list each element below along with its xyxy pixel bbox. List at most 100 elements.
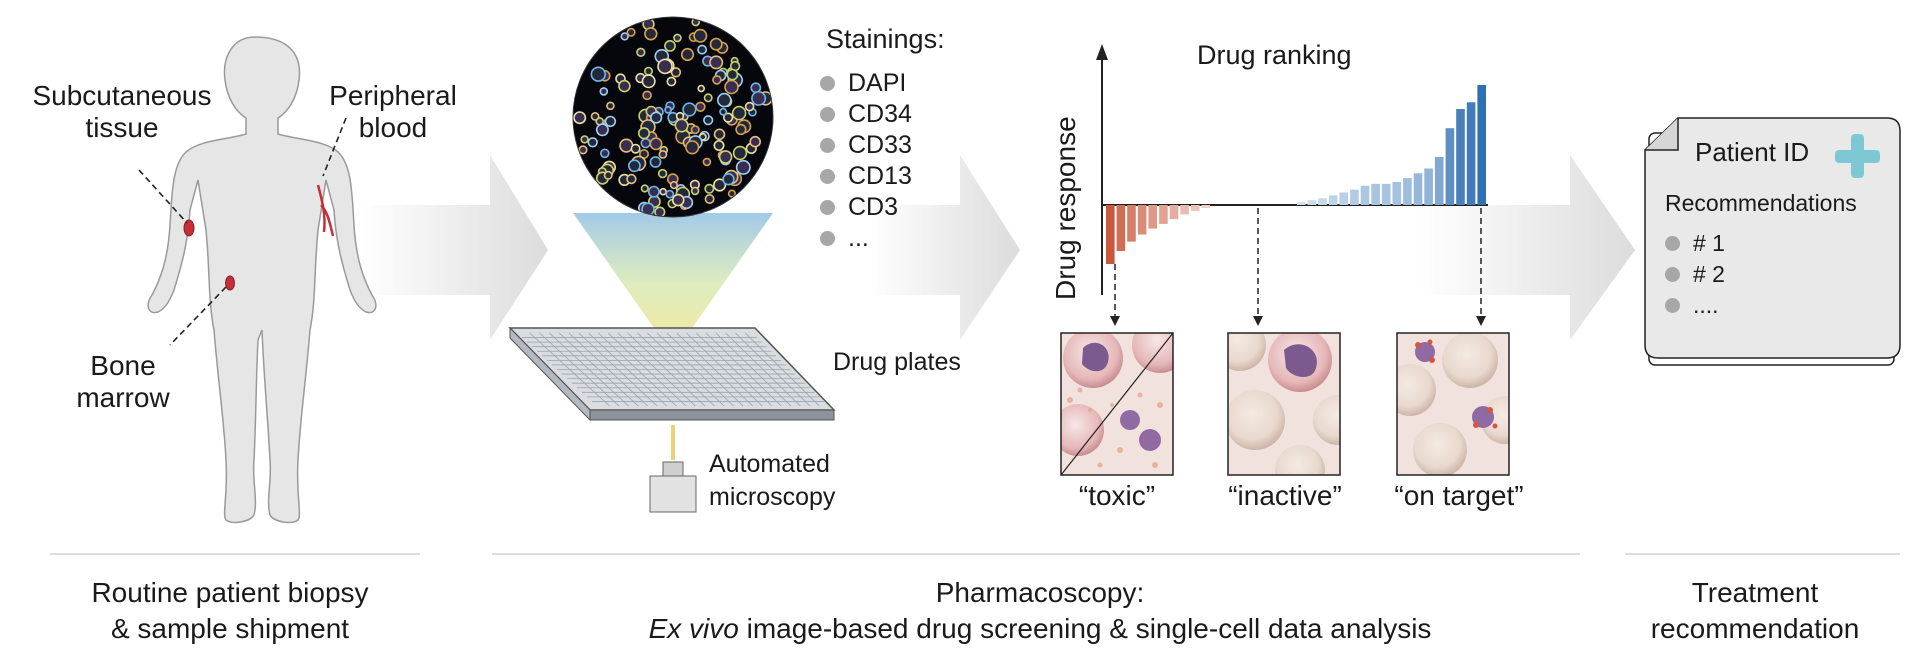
stained-cell bbox=[599, 148, 610, 159]
stained-cell bbox=[650, 111, 663, 124]
drug-ranking-chart bbox=[1096, 44, 1488, 326]
subcutaneous-tissue-label: Subcutaneous tissue bbox=[12, 80, 232, 144]
bar-positive bbox=[1456, 109, 1465, 205]
stained-cell bbox=[659, 187, 667, 196]
microscopy-figure bbox=[508, 16, 836, 513]
bar-positive bbox=[1318, 198, 1327, 205]
caption-line: Treatment bbox=[1691, 577, 1819, 608]
stained-cell bbox=[573, 111, 587, 125]
outcome-toxic-label: “toxic” bbox=[1078, 480, 1156, 511]
label-line: Automated bbox=[709, 450, 830, 478]
stained-cell bbox=[637, 127, 651, 140]
stained-cell bbox=[599, 87, 609, 96]
stained-cell bbox=[626, 27, 636, 37]
cell-panel-toxic bbox=[1060, 332, 1174, 476]
stained-cell bbox=[703, 93, 713, 103]
stained-cell bbox=[670, 67, 682, 78]
stained-cell bbox=[704, 183, 715, 194]
label-line: Subcutaneous bbox=[32, 80, 212, 111]
stained-cell bbox=[671, 193, 685, 207]
caption-line: Routine patient biopsy bbox=[91, 577, 369, 608]
stained-cell bbox=[590, 66, 606, 82]
stained-cell bbox=[657, 58, 673, 75]
bar-positive bbox=[1360, 185, 1370, 205]
stained-cell bbox=[630, 143, 641, 154]
bar-positive bbox=[1350, 189, 1359, 205]
stained-cell bbox=[709, 55, 724, 70]
stained-cell bbox=[712, 178, 727, 192]
stained-cell bbox=[618, 79, 631, 93]
list-item: .... bbox=[1665, 290, 1725, 321]
stained-cell bbox=[664, 106, 672, 114]
bar-negative bbox=[1159, 205, 1168, 224]
stained-cell bbox=[603, 170, 613, 180]
stained-cell bbox=[620, 32, 629, 41]
stained-cell bbox=[732, 145, 748, 161]
stained-cell bbox=[626, 173, 637, 185]
stained-cell bbox=[604, 115, 617, 128]
stained-cell bbox=[587, 137, 598, 148]
cell-panel-inactive bbox=[1227, 332, 1341, 476]
stage-1-caption: Routine patient biopsy & sample shipment bbox=[30, 575, 430, 648]
stained-cell bbox=[590, 112, 600, 121]
stage-3-caption: Treatment recommendation bbox=[1610, 575, 1900, 648]
bar-positive bbox=[1445, 128, 1455, 205]
stained-cell bbox=[709, 37, 723, 51]
stained-cell bbox=[643, 66, 653, 76]
list-item-label: CD13 bbox=[848, 162, 912, 191]
bar-negative bbox=[1148, 205, 1157, 229]
bar-negative bbox=[1180, 205, 1189, 215]
list-item-label: CD3 bbox=[848, 193, 899, 222]
stained-cell bbox=[716, 92, 732, 108]
stained-cell bbox=[619, 138, 634, 153]
bar-positive bbox=[1328, 195, 1338, 205]
stained-cell bbox=[682, 102, 697, 117]
stained-cell bbox=[641, 74, 656, 89]
list-item-label: CD34 bbox=[848, 100, 912, 129]
stained-cell bbox=[731, 105, 747, 121]
stained-cell bbox=[693, 28, 708, 43]
stained-cell bbox=[649, 137, 663, 151]
list-item: # 2 bbox=[1665, 259, 1725, 290]
stained-cell bbox=[719, 107, 728, 116]
stained-cell bbox=[697, 44, 708, 55]
bar-negative bbox=[1201, 205, 1211, 208]
caption-line: Pharmacoscopy: bbox=[935, 577, 1145, 608]
stained-cell bbox=[744, 101, 755, 112]
stained-cell bbox=[595, 123, 609, 137]
stained-cell bbox=[578, 145, 588, 155]
stained-cell bbox=[722, 173, 735, 186]
bullet-icon bbox=[1665, 236, 1680, 251]
stained-cell bbox=[665, 189, 675, 199]
list-item-label: CD33 bbox=[848, 131, 912, 160]
stained-cell bbox=[640, 184, 649, 193]
list-item-label: DAPI bbox=[848, 69, 907, 98]
stained-cell bbox=[640, 138, 651, 149]
label-line: microscopy bbox=[709, 482, 836, 511]
recommendations-label: Recommendations bbox=[1665, 190, 1857, 216]
list-item: CD34 bbox=[820, 99, 912, 130]
label-line: Peripheral bbox=[329, 80, 457, 111]
list-item-label: ... bbox=[848, 224, 869, 253]
caption-italic: Ex vivo bbox=[648, 613, 739, 645]
bar-positive bbox=[1392, 182, 1402, 205]
label-line: marrow bbox=[76, 382, 170, 414]
stained-cell bbox=[718, 150, 733, 164]
stained-cell bbox=[642, 90, 652, 101]
peripheral-blood-label: Peripheral blood bbox=[318, 80, 468, 144]
label-line: tissue bbox=[85, 112, 159, 144]
stained-cell bbox=[697, 84, 706, 93]
bar-negative bbox=[1190, 205, 1200, 211]
stained-cell bbox=[713, 128, 726, 141]
stained-cell bbox=[713, 140, 725, 152]
list-item: DAPI bbox=[820, 68, 912, 99]
caption-line: recommendation bbox=[1650, 613, 1860, 645]
stained-cell bbox=[666, 76, 677, 87]
bullet-icon bbox=[1665, 298, 1680, 313]
bar-positive bbox=[1477, 85, 1486, 205]
bone-marrow-label: Bone marrow bbox=[58, 350, 188, 414]
stained-cell bbox=[644, 27, 658, 41]
stained-cell bbox=[658, 149, 668, 159]
list-item: CD33 bbox=[820, 130, 912, 161]
